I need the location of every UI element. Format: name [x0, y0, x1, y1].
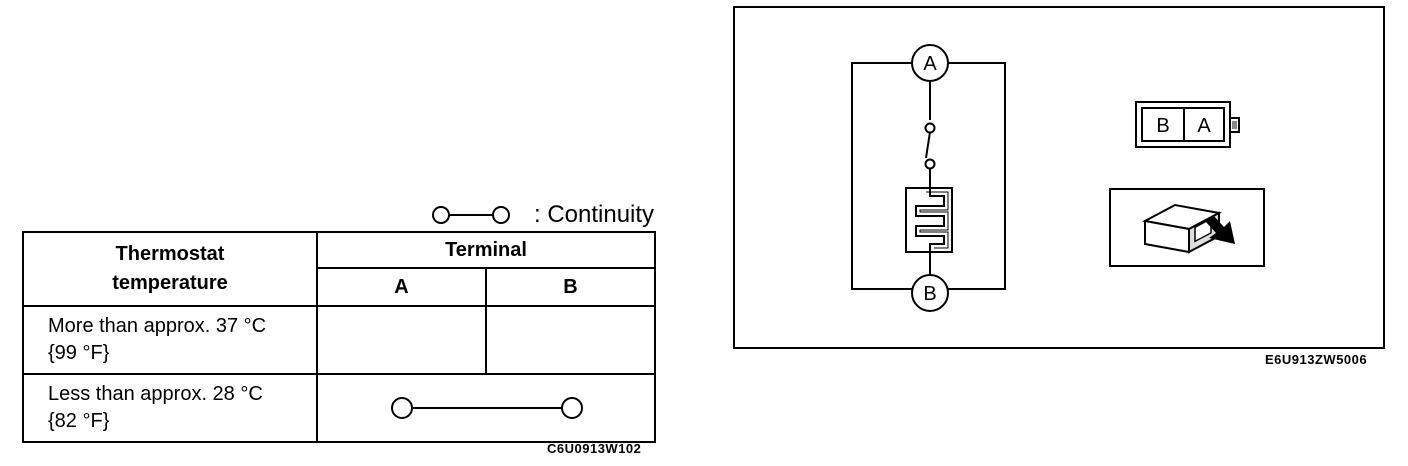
continuity-symbol-icon [432, 206, 510, 224]
header-terminal-a: A [316, 267, 487, 307]
table-row: More than approx. 37 °C {99 °F} [22, 305, 656, 375]
row-label: Less than approx. 28 °C {82 °F} [22, 373, 318, 443]
circuit-diagram-panel: A B B A [733, 6, 1385, 349]
cell-continuity [316, 373, 656, 443]
cell-terminal-b [485, 305, 656, 375]
row-label: More than approx. 37 °C {99 °F} [22, 305, 318, 375]
continuity-line-icon [391, 397, 583, 419]
header-terminal-b: B [485, 267, 656, 307]
heater-element-icon [905, 187, 953, 253]
continuity-legend: : Continuity [430, 200, 660, 230]
terminal-b-icon: B [911, 274, 949, 312]
thermostat-circuit-diagram: A B B A [851, 44, 1265, 312]
diagram-figure-code: E6U913ZW5006 [1265, 352, 1368, 367]
continuity-table: Thermostat temperature Terminal A B More… [22, 231, 656, 443]
terminal-a-icon: A [911, 44, 949, 82]
svg-text:A: A [1197, 115, 1211, 137]
table-row: Less than approx. 28 °C {82 °F} [22, 373, 656, 443]
header-terminal: Terminal [316, 231, 656, 269]
legend-label: : Continuity [534, 201, 655, 228]
table-figure-code: C6U0913W102 [547, 441, 642, 456]
connector-view-icon [1109, 188, 1265, 267]
cell-terminal-a [316, 305, 487, 375]
svg-text:A: A [923, 53, 937, 75]
header-thermostat-temperature: Thermostat temperature [22, 231, 318, 307]
connector-face-icon: B A [1135, 101, 1240, 148]
switch-contact-icon [924, 122, 936, 170]
svg-text:B: B [1156, 115, 1169, 137]
svg-text:B: B [923, 283, 936, 305]
